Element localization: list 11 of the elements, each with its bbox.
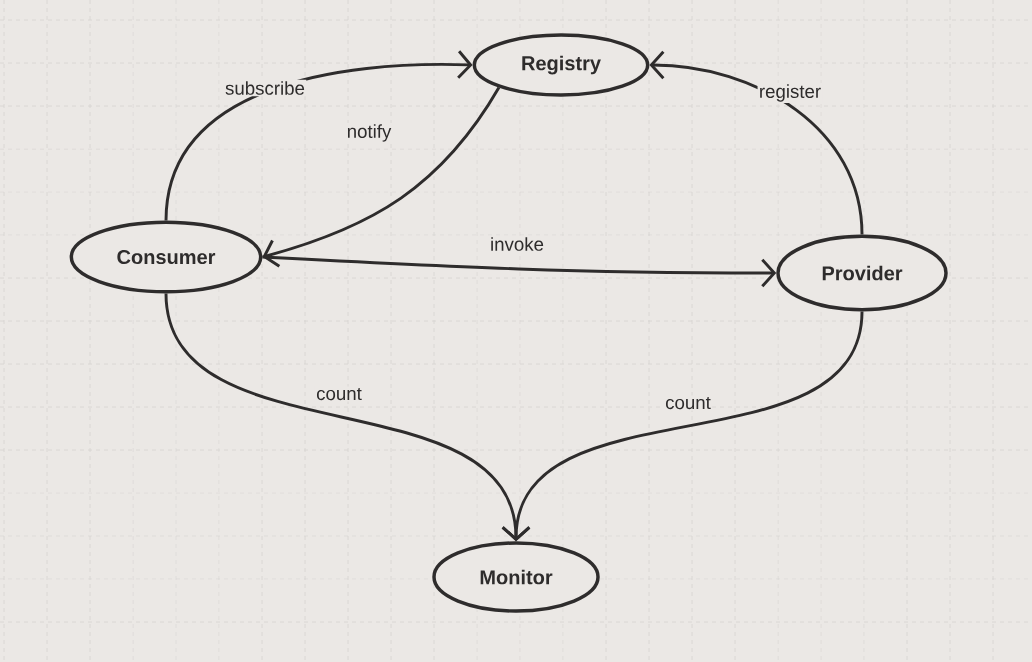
edge-label: notify <box>345 122 393 144</box>
ellipse-node: Provider <box>776 234 948 312</box>
arrow <box>164 50 473 221</box>
edge-label: invoke <box>488 235 546 253</box>
ellipse-node: Monitor <box>432 541 600 613</box>
arrow <box>262 86 501 268</box>
arrow <box>262 255 777 288</box>
arrow <box>501 311 864 542</box>
ellipse-node: Registry <box>472 33 650 97</box>
arrow <box>649 50 864 235</box>
ellipse-node: Consumer <box>69 220 263 294</box>
